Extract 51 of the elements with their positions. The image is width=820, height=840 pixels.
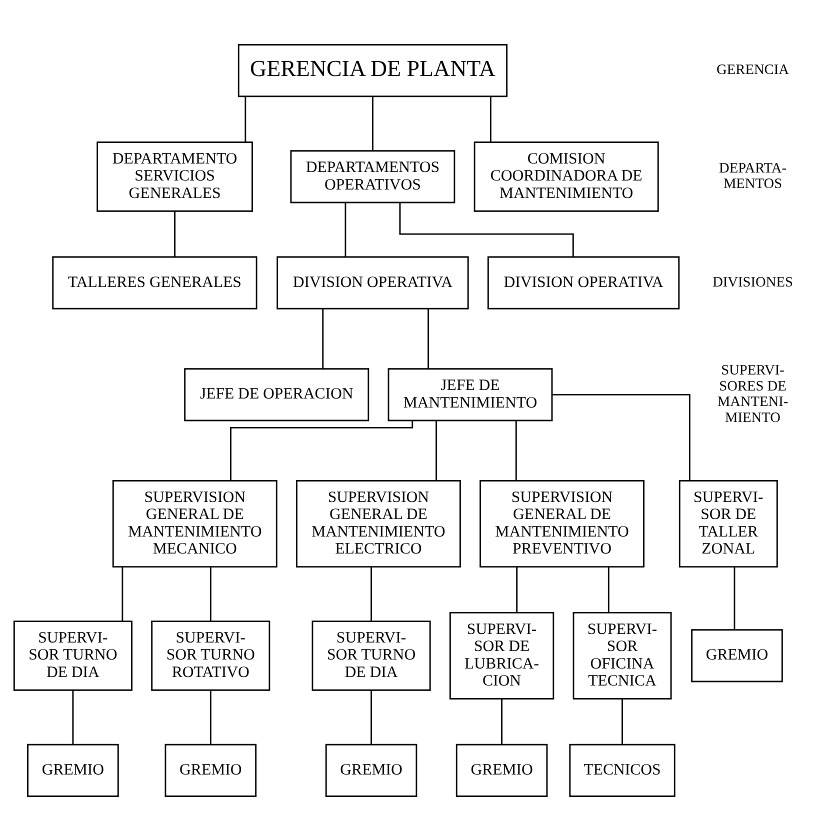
connector bbox=[122, 566, 124, 621]
node-box: DEPARTAMENTO SERVICIOS GENERALES bbox=[96, 141, 253, 212]
connector bbox=[370, 690, 372, 744]
node-box: SUPERVISION GENERAL DE MANTENIMIENTO ELECTRICO bbox=[296, 480, 461, 567]
connector bbox=[516, 566, 518, 612]
connector bbox=[622, 698, 623, 744]
connector bbox=[370, 566, 372, 621]
connector bbox=[436, 420, 437, 480]
node-box: GREMIO bbox=[164, 743, 257, 796]
connector bbox=[230, 420, 414, 480]
connector bbox=[174, 210, 176, 256]
node-box: SUPERVI- SOR OFICINA TECNICA bbox=[572, 611, 672, 699]
node-box: GERENCIA DE PLANTA bbox=[238, 44, 508, 97]
label: SUPERVI- SORES DE MANTENI- MIENTO bbox=[717, 362, 788, 426]
connector bbox=[608, 566, 610, 612]
connector bbox=[210, 690, 212, 744]
node-box: GREMIO bbox=[27, 743, 119, 796]
node-box: SUPERVI- SOR DE LUBRICA- CION bbox=[449, 611, 554, 699]
node-box: GREMIO bbox=[325, 743, 418, 796]
node-box: SUPERVISION GENERAL DE MANTENIMIENTO PREVENTIVO bbox=[480, 480, 644, 567]
connector bbox=[428, 308, 429, 368]
connector bbox=[515, 420, 517, 480]
connector bbox=[501, 698, 502, 744]
label: GERENCIA bbox=[716, 62, 789, 78]
label: DIVISIONES bbox=[712, 274, 793, 290]
connector bbox=[72, 690, 74, 744]
node-box: JEFE DE OPERACION bbox=[184, 368, 370, 421]
connector bbox=[490, 96, 492, 142]
node-box: TALLERES GENERALES bbox=[52, 256, 258, 309]
node-box: SUPERVI- SOR TURNO DE DIA bbox=[13, 620, 132, 690]
node-box: GREMIO bbox=[691, 628, 783, 682]
node-box: JEFE DE MANTENIMIENTO bbox=[388, 368, 553, 421]
node-box: SUPERVI- SOR TURNO ROTATIVO bbox=[151, 620, 270, 690]
connector bbox=[210, 566, 212, 621]
connector bbox=[734, 566, 736, 630]
connector bbox=[399, 202, 574, 256]
connector bbox=[322, 308, 324, 368]
node-box: SUPERVI- SOR DE TALLER ZONAL bbox=[678, 480, 778, 567]
node-box: SUPERVISION GENERAL DE MANTENIMIENTO MECANICO bbox=[112, 480, 278, 567]
node-box: TECNICOS bbox=[569, 743, 676, 796]
connector bbox=[372, 96, 374, 150]
node-box: DIVISION OPERATIVA bbox=[487, 256, 680, 309]
connector bbox=[552, 393, 690, 480]
label: DEPARTA- MENTOS bbox=[719, 160, 787, 192]
connector bbox=[244, 96, 246, 142]
node-box: DEPARTAMENTOS OPERATIVOS bbox=[290, 150, 456, 203]
node-box: SUPERVI- SOR TURNO DE DIA bbox=[312, 620, 431, 690]
connector bbox=[344, 202, 346, 256]
node-box: COMISION COORDINADORA DE MANTENIMIENTO bbox=[474, 141, 659, 212]
node-box: DIVISION OPERATIVA bbox=[276, 256, 469, 309]
node-box: GREMIO bbox=[456, 743, 548, 796]
